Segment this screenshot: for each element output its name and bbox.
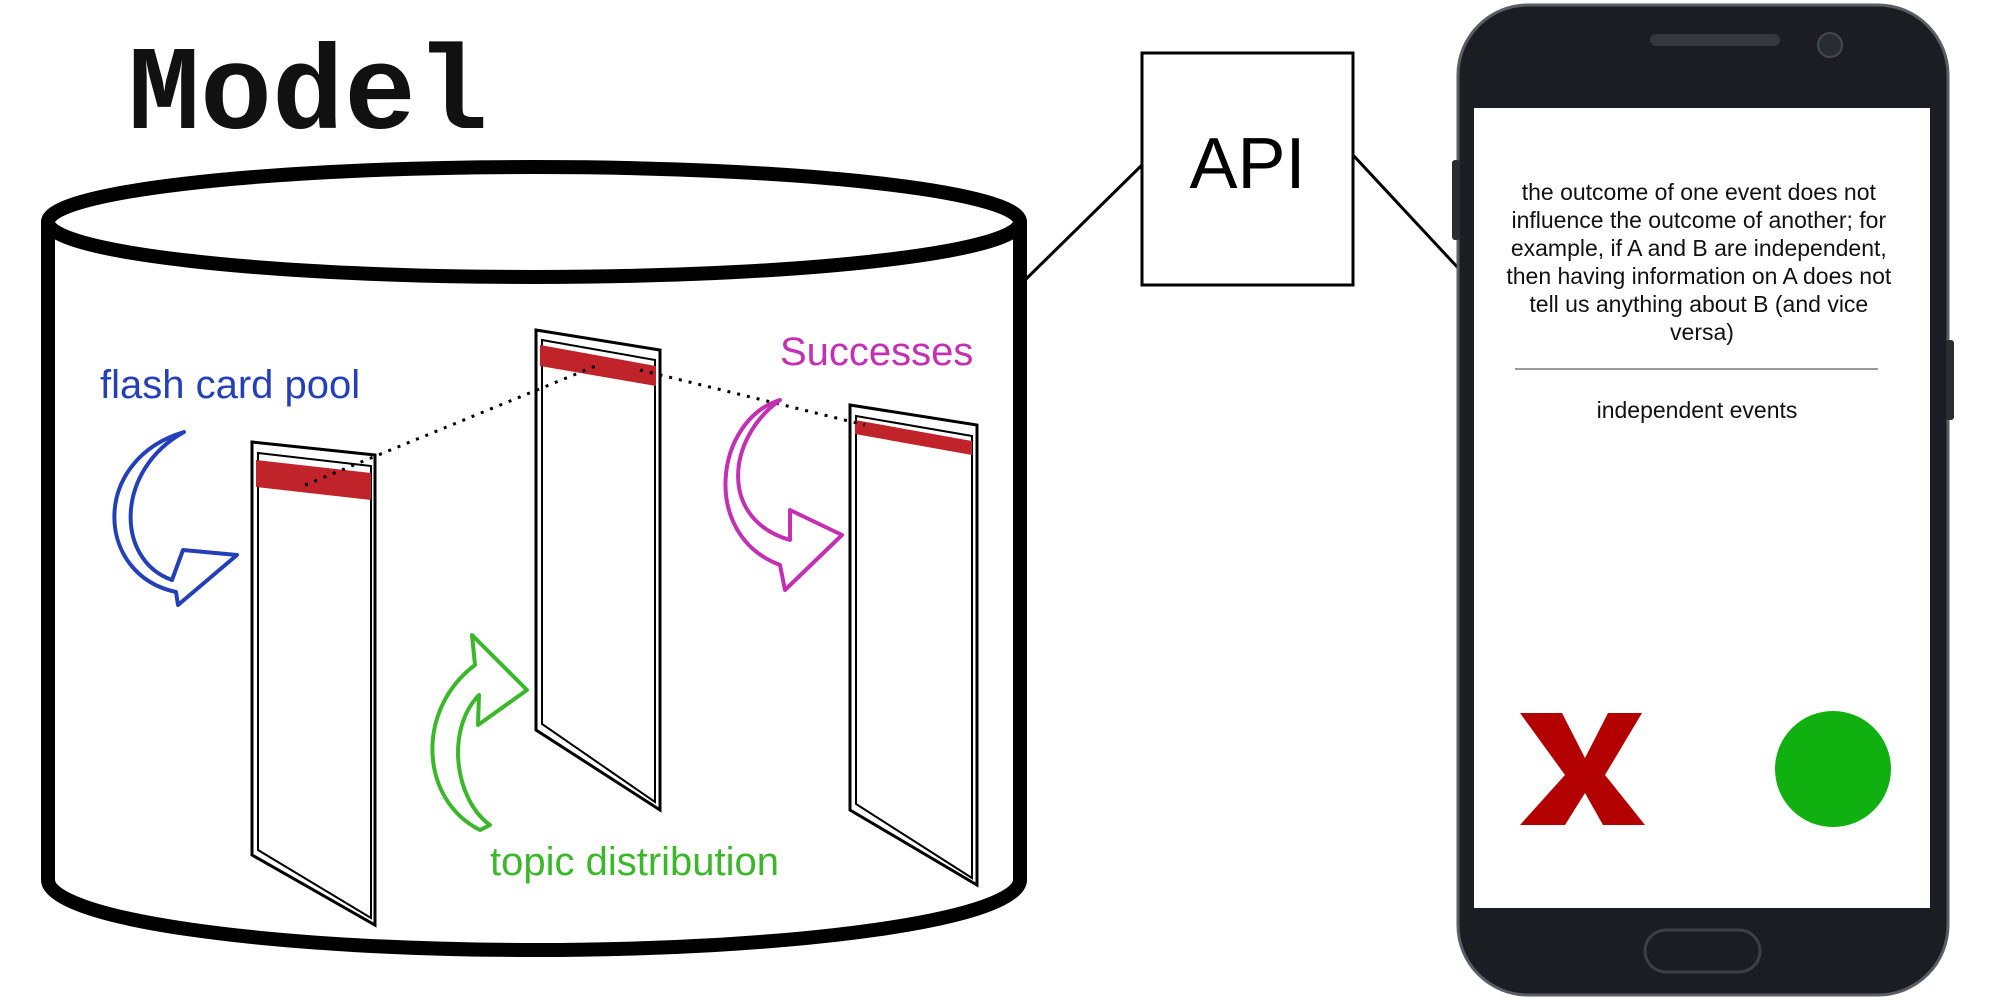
definition-line: the outcome of one event does not	[1522, 179, 1877, 205]
successes-label: Successes	[780, 330, 973, 374]
card-term: independent events	[1597, 397, 1798, 423]
definition-line: influence the outcome of another; for	[1511, 207, 1886, 233]
curved-arrow-icon	[430, 633, 529, 832]
model-api-connector	[1020, 163, 1144, 285]
api-phone-connector	[1351, 153, 1462, 272]
phone-side-button	[1452, 160, 1460, 240]
card-definition: the outcome of one event does not influe…	[1506, 179, 1897, 345]
phone-home-button	[1643, 928, 1762, 974]
definition-line: example, if A and B are independent,	[1511, 235, 1887, 261]
definition-line: then having information on A does not	[1506, 263, 1892, 289]
model-database	[41, 160, 1027, 957]
card-header	[855, 420, 972, 455]
curved-arrow-icon	[723, 398, 844, 592]
pool-arrow	[112, 430, 239, 607]
circle-icon	[1775, 711, 1891, 827]
definition-line: tell us anything about B (and vice	[1529, 291, 1868, 317]
topic-distribution-label: topic distribution	[490, 840, 779, 884]
curved-arrow-icon	[112, 430, 239, 607]
card-link-dotted	[304, 363, 599, 487]
topic-arrow	[430, 633, 529, 832]
definition-line: versa)	[1670, 319, 1734, 345]
cylinder-body	[41, 222, 1027, 957]
api-label: API	[1189, 124, 1305, 204]
successes-arrow	[723, 398, 844, 592]
wrong-answer-button[interactable]	[1520, 713, 1645, 825]
flash-card	[534, 328, 662, 813]
phone-speaker	[1650, 34, 1780, 46]
smartphone	[1452, 3, 1954, 997]
x-mark-icon	[1520, 713, 1645, 825]
api-box	[1140, 51, 1355, 287]
phone-camera	[1817, 32, 1843, 58]
cylinder-top	[41, 160, 1027, 284]
phone-side-button	[1946, 340, 1954, 420]
card-header	[540, 345, 656, 386]
right-answer-button[interactable]	[1775, 711, 1891, 827]
model-title: Model	[128, 29, 488, 165]
flash-card-pool-label: flash card pool	[100, 363, 360, 407]
flash-card	[848, 403, 979, 888]
flash-card	[250, 440, 377, 928]
